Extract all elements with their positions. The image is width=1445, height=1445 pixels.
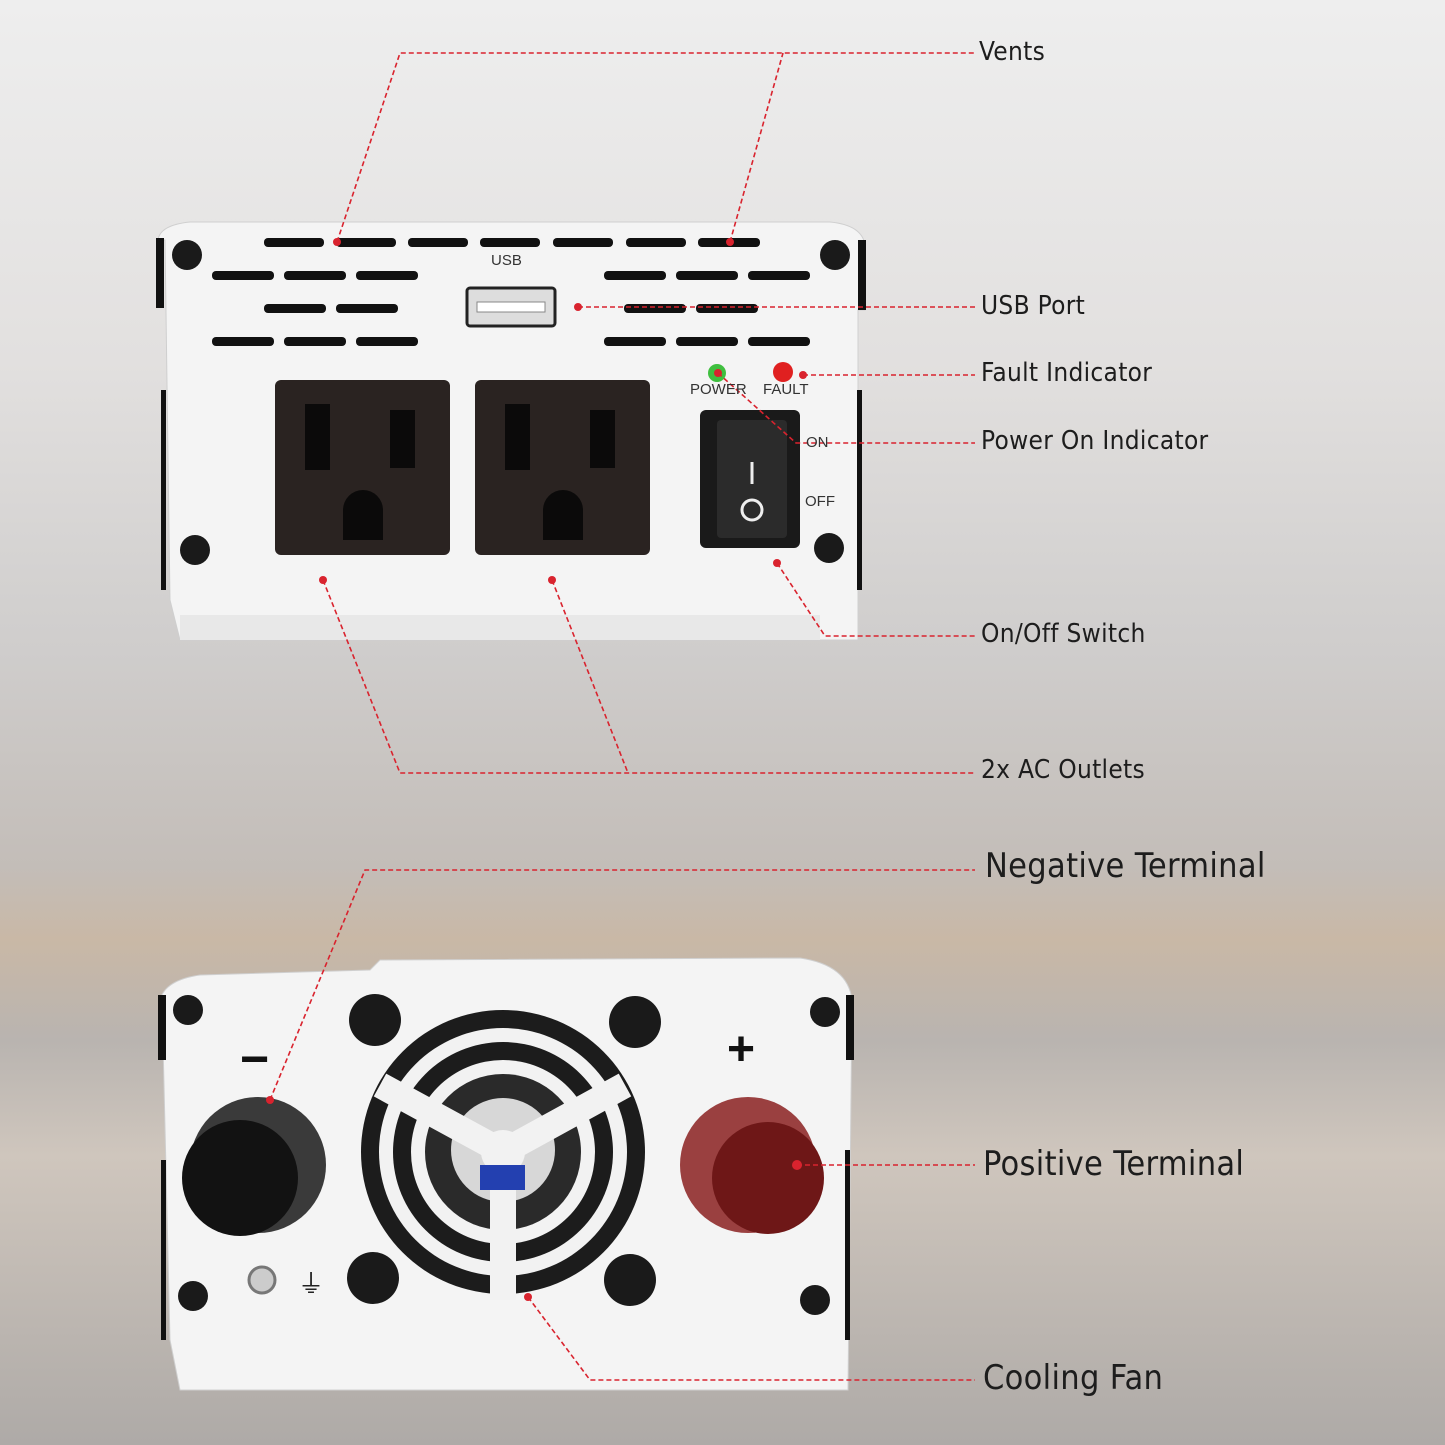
ground-marking: ⏚ <box>298 1269 325 1299</box>
screws <box>172 240 850 565</box>
off-marking: OFF <box>805 493 835 510</box>
front-panel <box>156 221 866 641</box>
ground-stud <box>247 1265 277 1295</box>
callout-usb-port: USB Port <box>981 291 1086 321</box>
fault-led <box>773 362 793 382</box>
leader-dots <box>266 238 807 1301</box>
leader-lines <box>269 52 975 1381</box>
callout-vents: Vents <box>979 37 1046 67</box>
positive-terminal-knob <box>680 1097 824 1234</box>
callout-cooling-fan: Cooling Fan <box>983 1358 1164 1398</box>
fault-marking: FAULT <box>763 381 809 398</box>
power-marking: POWER <box>690 381 747 398</box>
usb-marking: USB <box>491 252 522 269</box>
screws <box>173 994 840 1315</box>
cooling-fan-guard <box>361 1010 645 1300</box>
plus-marking: + <box>727 1023 756 1076</box>
minus-marking: − <box>240 1031 270 1087</box>
callout-power-on-indicator: Power On Indicator <box>981 426 1209 456</box>
usb-port-shape <box>465 286 557 328</box>
callout-ac-outlets: 2x AC Outlets <box>981 755 1146 785</box>
callout-negative-terminal: Negative Terminal <box>985 846 1266 886</box>
rocker-switch <box>700 410 800 548</box>
callout-positive-terminal: Positive Terminal <box>983 1144 1245 1184</box>
on-marking: ON <box>806 434 829 451</box>
rear-panel <box>158 957 854 1391</box>
callout-on-off-switch: On/Off Switch <box>981 619 1146 649</box>
negative-terminal-knob <box>182 1097 326 1236</box>
callout-fault-indicator: Fault Indicator <box>981 358 1153 388</box>
vents <box>212 238 810 346</box>
